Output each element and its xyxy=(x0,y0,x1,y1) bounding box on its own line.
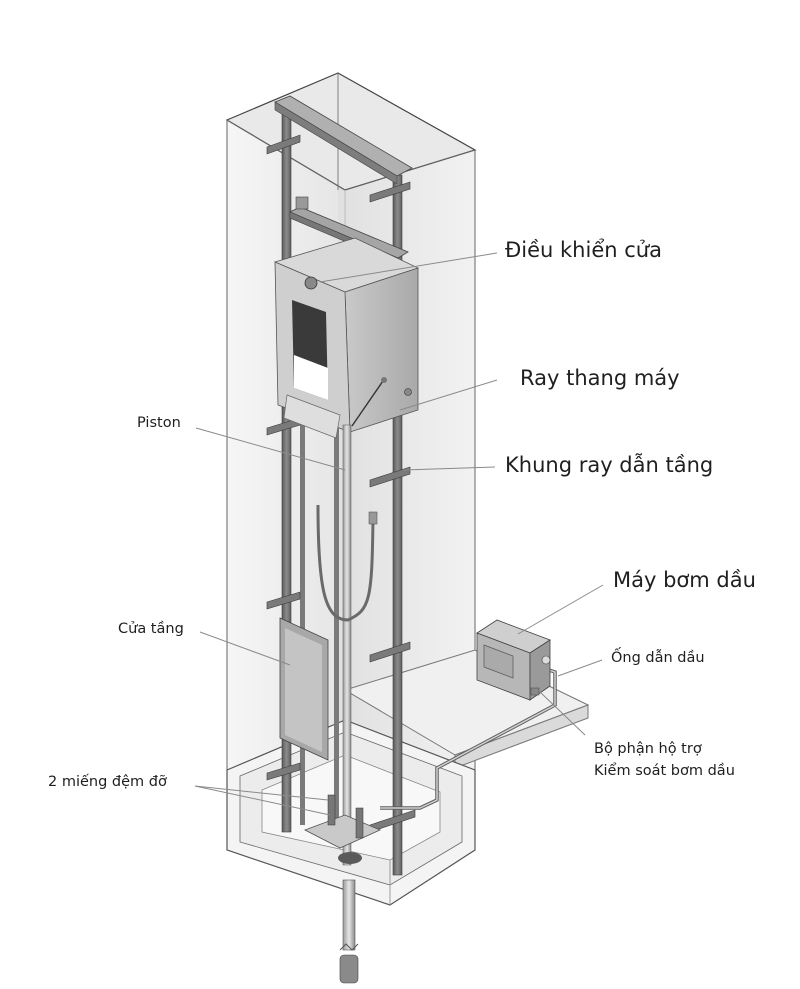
leader-guide-rail xyxy=(399,379,498,411)
label-rail-bracket: Khung ray dẫn tầng xyxy=(505,453,714,477)
leader-landing-door xyxy=(199,631,291,666)
leader-buffer-2 xyxy=(194,785,331,816)
label-buffers: 2 miếng đệm đỡ xyxy=(48,774,167,790)
elevator-car xyxy=(273,237,420,439)
pump-unit-shape xyxy=(476,619,551,701)
label-piston: Piston xyxy=(137,415,181,431)
label-control-valve-line2: Kiểm soát bơm dầu xyxy=(594,763,735,779)
leader-control-valve xyxy=(539,691,586,736)
buffer-right xyxy=(355,807,364,839)
top-beams xyxy=(274,95,413,265)
oil-outlet-valve xyxy=(541,655,551,665)
buffer-left xyxy=(327,794,336,826)
leader-pump-unit xyxy=(517,584,604,635)
leader-door-operator xyxy=(319,252,498,283)
landing-door-shape xyxy=(279,617,329,761)
label-guide-rail: Ray thang máy xyxy=(520,366,680,390)
rail-brackets xyxy=(266,134,416,833)
oil-pipe-shape xyxy=(380,665,557,810)
label-landing-door: Cửa tầng xyxy=(118,621,184,637)
leader-rail-bracket xyxy=(402,466,496,471)
label-door-operator: Điều khiển cửa xyxy=(505,238,662,262)
control-valve xyxy=(530,687,540,696)
leader-oil-pipe xyxy=(557,659,603,677)
leader-lines xyxy=(194,252,604,816)
leader-buffer-1 xyxy=(194,785,329,801)
door-operator-part xyxy=(304,276,318,290)
piston-assembly xyxy=(316,424,378,984)
buffers-base xyxy=(304,794,381,864)
label-control-valve-line1: Bộ phận hộ trợ xyxy=(594,741,702,757)
label-pump-unit: Máy bơm dầu xyxy=(613,568,756,592)
label-oil-pipe: Ống dẫn dầu xyxy=(611,650,705,666)
leader-piston xyxy=(195,427,346,471)
